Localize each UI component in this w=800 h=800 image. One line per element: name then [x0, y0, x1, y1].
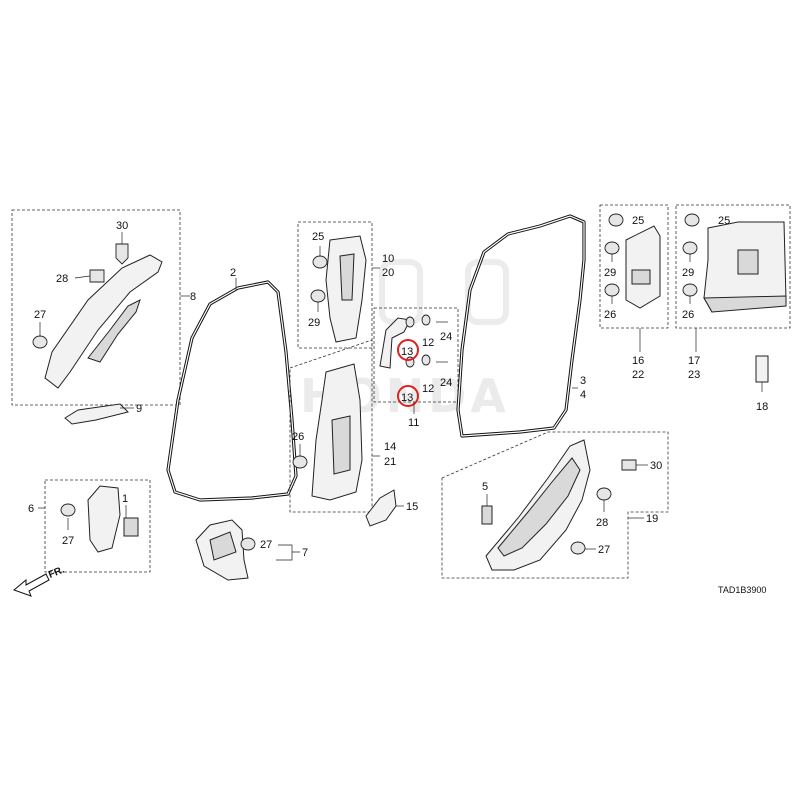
group-kick-panel: 1 27 6	[28, 479, 151, 573]
highlight-ring-upper	[397, 339, 419, 361]
a-pillar-garnish-inner	[87, 299, 141, 363]
group-box-17	[675, 204, 791, 329]
clip-5	[481, 505, 493, 525]
callout-10: 10	[382, 253, 394, 265]
clip-29-b	[310, 289, 326, 303]
group-c-pillar-16: 25 29 26 16 22	[599, 204, 669, 381]
clip-29-16	[604, 241, 620, 255]
group-b-pillar-lower: 26 14 21	[289, 339, 396, 513]
callout-24-upper: 24	[440, 331, 452, 343]
callout-12-upper: 12	[422, 337, 434, 349]
direction-label: FR.	[47, 564, 66, 580]
callout-26-16: 26	[604, 309, 616, 321]
group-box-a-pillar	[11, 209, 181, 406]
a-pillar-garnish	[44, 254, 163, 389]
clip-27-a-pillar	[32, 335, 48, 349]
callout-15: 15	[406, 501, 418, 513]
group-box-b-pillar-lower	[289, 339, 373, 513]
callout-16: 16	[632, 355, 644, 367]
callout-26-b: 26	[292, 431, 304, 443]
clip-27-sill	[570, 541, 586, 555]
group-box-kick-panel	[44, 479, 151, 573]
group-a-pillar: 30 28 27 8	[11, 209, 196, 406]
part-15: 15	[365, 489, 418, 527]
callout-23: 23	[688, 369, 700, 381]
callout-9: 9	[136, 403, 142, 415]
callout-4: 4	[580, 389, 586, 401]
callout-27-sill: 27	[598, 544, 610, 556]
c-pillar-garnish-16	[625, 225, 661, 309]
callout-5: 5	[482, 481, 488, 493]
weatherstrip-2	[166, 280, 298, 502]
group-b-pillar-upper: 25 29 10 20	[297, 221, 394, 349]
kick-panel	[87, 485, 121, 553]
callout-21: 21	[384, 456, 396, 468]
callout-7: 7	[302, 547, 308, 559]
part-18: 18	[755, 355, 769, 413]
callout-29-17: 29	[682, 267, 694, 279]
callout-13-upper: 13	[401, 346, 413, 358]
kick-panel-cap	[123, 517, 139, 537]
clip-27-lower	[240, 537, 256, 551]
clip-27-kick	[60, 503, 76, 517]
callout-17: 17	[688, 355, 700, 367]
group-box-19	[441, 431, 669, 579]
callout-18: 18	[756, 401, 768, 413]
clip-26-17	[682, 283, 698, 297]
callout-19: 19	[646, 513, 658, 525]
callout-25-17: 25	[718, 215, 730, 227]
callout-14: 14	[384, 441, 396, 453]
clip-26-b	[292, 455, 308, 469]
clip-30-sill	[621, 459, 637, 471]
callout-1: 1	[122, 493, 128, 505]
part-7: 27 7	[195, 519, 308, 581]
group-box-b-pillar-upper	[297, 221, 373, 349]
highlight-ring-lower	[397, 385, 419, 407]
clip-25-16	[608, 213, 624, 227]
callout-24-lower: 24	[440, 377, 452, 389]
front-direction-indicator: FR.	[13, 564, 66, 597]
callout-11: 11	[408, 417, 419, 429]
callout-30-sill: 30	[650, 460, 662, 472]
group-sill-19: 5 30 28 27 19	[441, 431, 669, 579]
callout-29-16: 29	[604, 267, 616, 279]
clip-26-16	[604, 283, 620, 297]
callout-3: 3	[580, 375, 586, 387]
callout-29-b: 29	[308, 317, 320, 329]
part-9: 9	[64, 403, 142, 425]
callout-25-b: 25	[312, 231, 324, 243]
front-arrow-icon	[13, 573, 50, 597]
dashboard-bracket	[64, 403, 129, 425]
bracket-15	[365, 489, 397, 527]
front-door-weatherstrip: 2	[166, 267, 298, 502]
rear-door-weatherstrip: 3 4	[456, 214, 586, 438]
clip-28	[89, 269, 105, 283]
callout-22: 22	[632, 369, 644, 381]
callout-26-17: 26	[682, 309, 694, 321]
group-box-16	[599, 204, 669, 329]
callout-20: 20	[382, 267, 394, 279]
callout-28: 28	[56, 273, 68, 285]
clip-25-17	[684, 213, 700, 227]
cap-18	[755, 355, 769, 383]
callout-28-sill: 28	[596, 517, 608, 529]
diagram-code: TAD1B3900	[718, 585, 766, 595]
group-grab-handle: 24 24 12 12 13 13 11	[373, 307, 459, 429]
group-quarter-17: 25 29 26 17 23	[675, 204, 791, 381]
callout-27-a: 27	[34, 309, 46, 321]
callout-8: 8	[190, 291, 196, 303]
clip-28-sill	[596, 487, 612, 501]
clip-29-17	[682, 241, 698, 255]
callout-30-a: 30	[116, 220, 128, 232]
callout-12-lower: 12	[422, 383, 434, 395]
callout-25-16: 25	[632, 215, 644, 227]
clip-30-a-pillar	[115, 243, 129, 265]
callout-27-kick: 27	[62, 535, 74, 547]
callout-13-lower: 13	[401, 392, 413, 404]
callout-6: 6	[28, 503, 34, 515]
callout-27-lower: 27	[260, 539, 272, 551]
clip-25-b	[312, 255, 328, 269]
callout-2: 2	[230, 267, 236, 279]
